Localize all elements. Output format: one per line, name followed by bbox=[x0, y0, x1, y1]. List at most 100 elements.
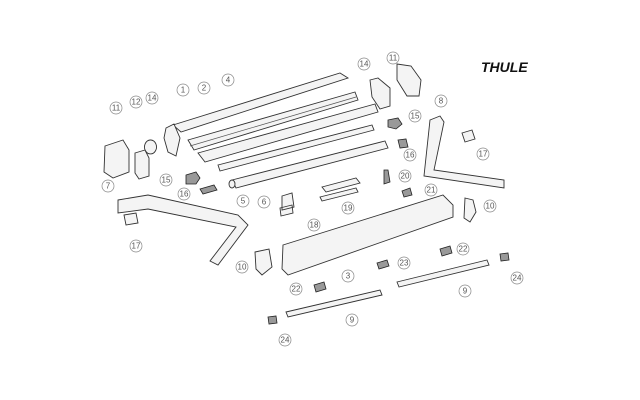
svg-text:21: 21 bbox=[427, 186, 436, 195]
svg-text:16: 16 bbox=[406, 151, 415, 160]
svg-text:20: 20 bbox=[401, 172, 410, 181]
svg-text:14: 14 bbox=[360, 60, 369, 69]
part-22-right bbox=[439, 245, 453, 257]
svg-text:11: 11 bbox=[389, 54, 398, 63]
callout-24-right: 24 bbox=[510, 271, 524, 285]
svg-text:19: 19 bbox=[344, 204, 353, 213]
svg-text:8: 8 bbox=[439, 97, 444, 106]
callout-16-right: 16 bbox=[403, 148, 417, 162]
part-22-left bbox=[313, 281, 327, 293]
svg-text:9: 9 bbox=[350, 316, 355, 325]
callout-23: 23 bbox=[397, 256, 411, 270]
part-front-profile-1 bbox=[172, 72, 350, 133]
callout-12: 12 bbox=[129, 95, 143, 109]
part-leg-9-right bbox=[396, 259, 490, 288]
part-arm-7 bbox=[117, 194, 249, 266]
svg-text:11: 11 bbox=[112, 104, 121, 113]
callout-1: 1 bbox=[176, 83, 190, 97]
part-17-right bbox=[461, 129, 476, 143]
part-end-5 bbox=[228, 179, 236, 189]
part-profile-2 bbox=[187, 91, 359, 151]
callout-14-right: 14 bbox=[357, 57, 371, 71]
part-cap-11-left bbox=[134, 149, 150, 180]
svg-text:15: 15 bbox=[411, 112, 420, 121]
callout-9-right: 9 bbox=[458, 284, 472, 298]
part-21 bbox=[401, 187, 413, 198]
svg-text:4: 4 bbox=[226, 76, 231, 85]
part-cover-11-left bbox=[103, 139, 130, 179]
part-strip bbox=[217, 124, 375, 172]
svg-text:2: 2 bbox=[202, 84, 207, 93]
callout-11-left: 11 bbox=[109, 101, 123, 115]
svg-text:22: 22 bbox=[292, 285, 301, 294]
part-arm-8 bbox=[423, 115, 505, 189]
callout-6: 6 bbox=[257, 195, 271, 209]
svg-text:18: 18 bbox=[310, 221, 319, 230]
part-16-right bbox=[397, 138, 409, 149]
parts bbox=[103, 63, 510, 325]
svg-text:16: 16 bbox=[180, 190, 189, 199]
callout-17-left: 17 bbox=[129, 239, 143, 253]
part-profile-4 bbox=[197, 103, 379, 163]
svg-text:7: 7 bbox=[106, 182, 111, 191]
callout-22-right: 22 bbox=[456, 242, 470, 256]
callout-9-left: 9 bbox=[345, 313, 359, 327]
part-17-left bbox=[123, 212, 139, 226]
callout-4: 4 bbox=[221, 73, 235, 87]
part-18 bbox=[279, 192, 295, 217]
callout-18: 18 bbox=[307, 218, 321, 232]
part-19 bbox=[319, 177, 361, 202]
svg-text:3: 3 bbox=[346, 272, 351, 281]
part-11-right bbox=[396, 63, 422, 97]
part-leg-9-left bbox=[285, 289, 383, 318]
thule-logo: THULE bbox=[481, 59, 528, 75]
callout-15-left: 15 bbox=[159, 173, 173, 187]
callout-5: 5 bbox=[236, 194, 250, 208]
callout-10-left: 10 bbox=[235, 260, 249, 274]
svg-text:14: 14 bbox=[148, 94, 157, 103]
callout-22-left: 22 bbox=[289, 282, 303, 296]
svg-text:6: 6 bbox=[262, 198, 267, 207]
part-end-10-left bbox=[254, 248, 273, 276]
callout-20: 20 bbox=[398, 169, 412, 183]
part-end-10-right bbox=[463, 197, 477, 223]
part-23 bbox=[376, 259, 390, 270]
callout-11-right: 11 bbox=[386, 51, 400, 65]
callout-15-right: 15 bbox=[408, 109, 422, 123]
svg-text:23: 23 bbox=[400, 259, 409, 268]
svg-text:12: 12 bbox=[132, 98, 141, 107]
callout-8: 8 bbox=[434, 94, 448, 108]
callout-3: 3 bbox=[341, 269, 355, 283]
svg-text:17: 17 bbox=[132, 242, 141, 251]
callout-14-left: 14 bbox=[145, 91, 159, 105]
callouts: 1 2 4 11 12 14 14 11 8 15 15 16 16 17 20… bbox=[101, 51, 524, 347]
svg-text:5: 5 bbox=[241, 197, 246, 206]
svg-text:1: 1 bbox=[181, 86, 186, 95]
part-roller-6 bbox=[231, 140, 389, 189]
part-16-left bbox=[199, 184, 218, 195]
part-20 bbox=[383, 169, 391, 185]
part-14-right bbox=[369, 77, 391, 110]
callout-10-right: 10 bbox=[483, 199, 497, 213]
part-15-left bbox=[185, 171, 201, 185]
svg-text:10: 10 bbox=[238, 263, 247, 272]
callout-21: 21 bbox=[424, 183, 438, 197]
part-housing-3 bbox=[281, 194, 454, 276]
part-14-left bbox=[163, 123, 181, 157]
svg-text:10: 10 bbox=[486, 202, 495, 211]
callout-7: 7 bbox=[101, 179, 115, 193]
callout-17-right: 17 bbox=[476, 147, 490, 161]
svg-text:17: 17 bbox=[479, 150, 488, 159]
svg-text:9: 9 bbox=[463, 287, 468, 296]
part-15-right bbox=[387, 117, 403, 130]
callout-16-left: 16 bbox=[177, 187, 191, 201]
callout-24-left: 24 bbox=[278, 333, 292, 347]
svg-text:THULE: THULE bbox=[481, 59, 528, 75]
svg-text:24: 24 bbox=[281, 336, 290, 345]
part-12 bbox=[144, 139, 157, 155]
svg-text:15: 15 bbox=[162, 176, 171, 185]
svg-text:24: 24 bbox=[513, 274, 522, 283]
part-24-left bbox=[267, 315, 278, 325]
svg-text:22: 22 bbox=[459, 245, 468, 254]
